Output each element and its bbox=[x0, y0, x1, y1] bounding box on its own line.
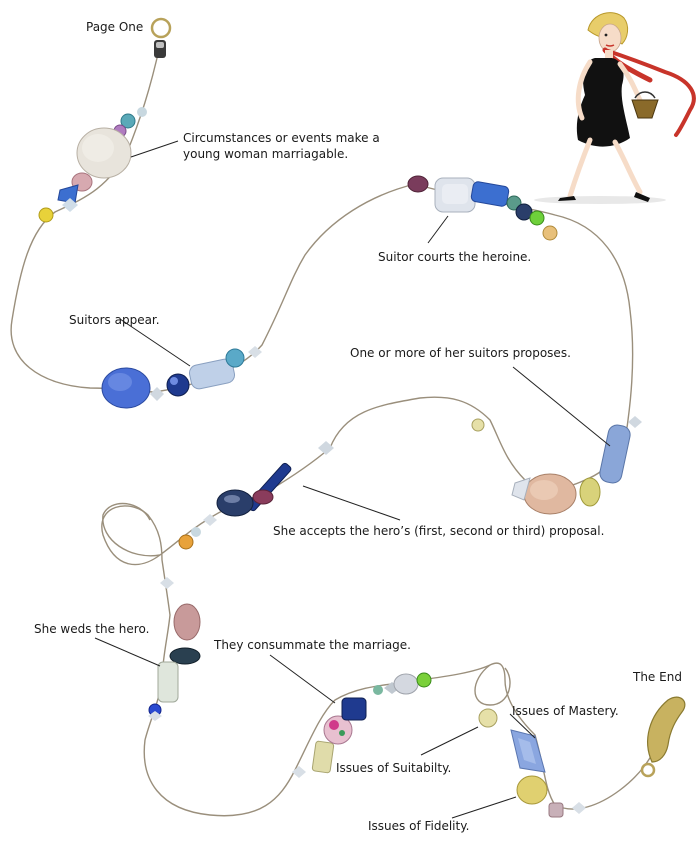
label-suitors-appear: Suitors appear. bbox=[69, 313, 160, 327]
beads-segment-four bbox=[471, 416, 642, 515]
leader-consummate bbox=[269, 654, 336, 704]
label-mastery: Issues of Mastery. bbox=[512, 704, 619, 718]
beads-segment-three bbox=[407, 175, 558, 241]
leader-proposes bbox=[512, 366, 611, 447]
label-suitor-courts: Suitor courts the heroine. bbox=[378, 250, 532, 264]
string-loop bbox=[102, 502, 161, 557]
beads-segment-one bbox=[38, 107, 147, 223]
leader-suitability bbox=[420, 726, 479, 756]
leader-suitors-appear bbox=[119, 318, 191, 367]
jump-ring-icon bbox=[150, 17, 172, 58]
string-loop-lower bbox=[474, 664, 511, 706]
leader-lines bbox=[94, 140, 611, 819]
label-accepts: She accepts the hero’s (first, second or… bbox=[273, 524, 605, 538]
leader-suitor-courts bbox=[427, 215, 449, 244]
label-weds: She weds the hero. bbox=[34, 622, 150, 636]
label-the-end: The End bbox=[633, 670, 682, 684]
leader-mastery bbox=[509, 713, 536, 739]
beads-segment-six bbox=[148, 577, 201, 721]
leader-weds bbox=[94, 637, 161, 667]
beads-segment-two bbox=[101, 346, 262, 409]
beads-segment-five bbox=[178, 441, 334, 550]
label-circumstances: Circumstances or events make a young wom… bbox=[183, 131, 380, 161]
label-page-one: Page One bbox=[86, 20, 144, 34]
label-suitability: Issues of Suitabilty. bbox=[336, 761, 452, 775]
label-proposes: One or more of her suitors proposes. bbox=[350, 346, 571, 360]
leader-fidelity bbox=[451, 796, 517, 819]
woman-walking-illustration bbox=[534, 12, 696, 204]
leader-accepts bbox=[302, 485, 401, 521]
beads-segment-seven bbox=[292, 672, 432, 778]
leader-circumstances bbox=[130, 140, 179, 158]
label-fidelity: Issues of Fidelity. bbox=[368, 819, 470, 833]
label-consummate: They consummate the marriage. bbox=[214, 638, 411, 652]
beads-segment-eight bbox=[478, 708, 586, 818]
lobster-clasp-icon bbox=[640, 696, 686, 778]
